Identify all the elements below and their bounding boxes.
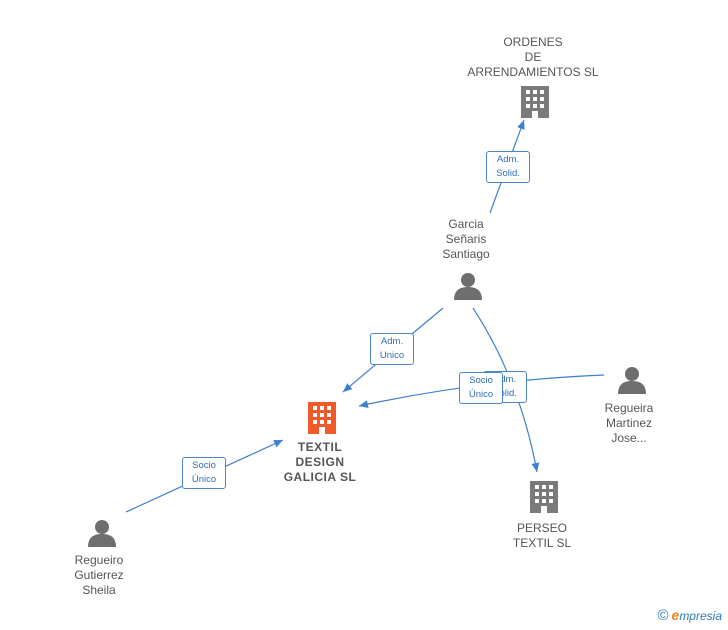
label-line: Martinez xyxy=(605,416,652,430)
node-label-ordenes[interactable]: ORDENES DE ARRENDAMIENTOS SL xyxy=(458,35,608,80)
edge-label-garcia-textil[interactable]: Adm. Unico xyxy=(370,333,414,365)
label-line: Santiago xyxy=(442,247,490,261)
person-icon-regueira[interactable] xyxy=(618,367,646,394)
label-line: Regueira xyxy=(604,401,654,415)
label-line: Sheila xyxy=(82,583,116,597)
edge-label-line: Adm. xyxy=(380,336,404,347)
edge-label-line: Socio xyxy=(192,460,216,471)
label-line: DE xyxy=(524,50,542,64)
edge-label-garcia-ordenes[interactable]: Adm. Solid. xyxy=(486,151,530,183)
node-label-regueira[interactable]: Regueira Martinez Jose... xyxy=(554,401,704,446)
copyright-footer[interactable]: ©empresia xyxy=(657,607,722,624)
edge-label-regueiro-textil[interactable]: Socio Único xyxy=(182,457,226,489)
label-line: Señaris xyxy=(445,232,487,246)
label-line: Jose... xyxy=(611,431,647,445)
label-line: Regueiro xyxy=(74,553,124,567)
brand-logo-letter: e xyxy=(671,607,680,623)
label-line: PERSEO xyxy=(516,521,567,535)
edge-label-line: Único xyxy=(468,389,494,400)
node-label-regueiro[interactable]: Regueiro Gutierrez Sheila xyxy=(24,553,174,598)
node-label-garcia[interactable]: Garcia Señaris Santiago xyxy=(391,217,541,262)
edge-label-line: Solid. xyxy=(496,168,520,179)
building-icon-textil[interactable] xyxy=(308,402,336,434)
building-icon-perseo[interactable] xyxy=(530,481,558,513)
label-line: TEXTIL SL xyxy=(512,536,572,550)
label-line: Gutierrez xyxy=(74,568,124,582)
building-icon-ordenes[interactable] xyxy=(521,86,549,118)
label-line: ORDENES xyxy=(503,35,563,49)
edge-label-line: Adm. xyxy=(496,154,520,165)
edge-label-line: Solid. xyxy=(493,388,517,399)
edge-label-line: Socio xyxy=(469,375,493,386)
brand-name: mpresia xyxy=(679,609,722,623)
edge-label-line: Único xyxy=(191,474,217,485)
node-label-perseo[interactable]: PERSEO TEXTIL SL xyxy=(467,521,617,551)
label-line: GALICIA SL xyxy=(283,470,357,484)
edge-label-regueira-textil[interactable]: Socio Único xyxy=(459,372,503,404)
copyright-icon: © xyxy=(657,607,669,624)
label-line: DESIGN xyxy=(295,455,345,469)
label-line: Garcia xyxy=(448,217,484,231)
person-icon-regueiro[interactable] xyxy=(88,520,116,547)
label-line: TEXTIL xyxy=(297,440,343,454)
edge-label-line: Adm. xyxy=(493,374,517,385)
label-line: ARRENDAMIENTOS SL xyxy=(467,65,599,79)
node-label-textil[interactable]: TEXTIL DESIGN GALICIA SL xyxy=(245,440,395,485)
person-icon-garcia[interactable] xyxy=(454,273,482,300)
edge-label-line: Unico xyxy=(379,350,405,361)
